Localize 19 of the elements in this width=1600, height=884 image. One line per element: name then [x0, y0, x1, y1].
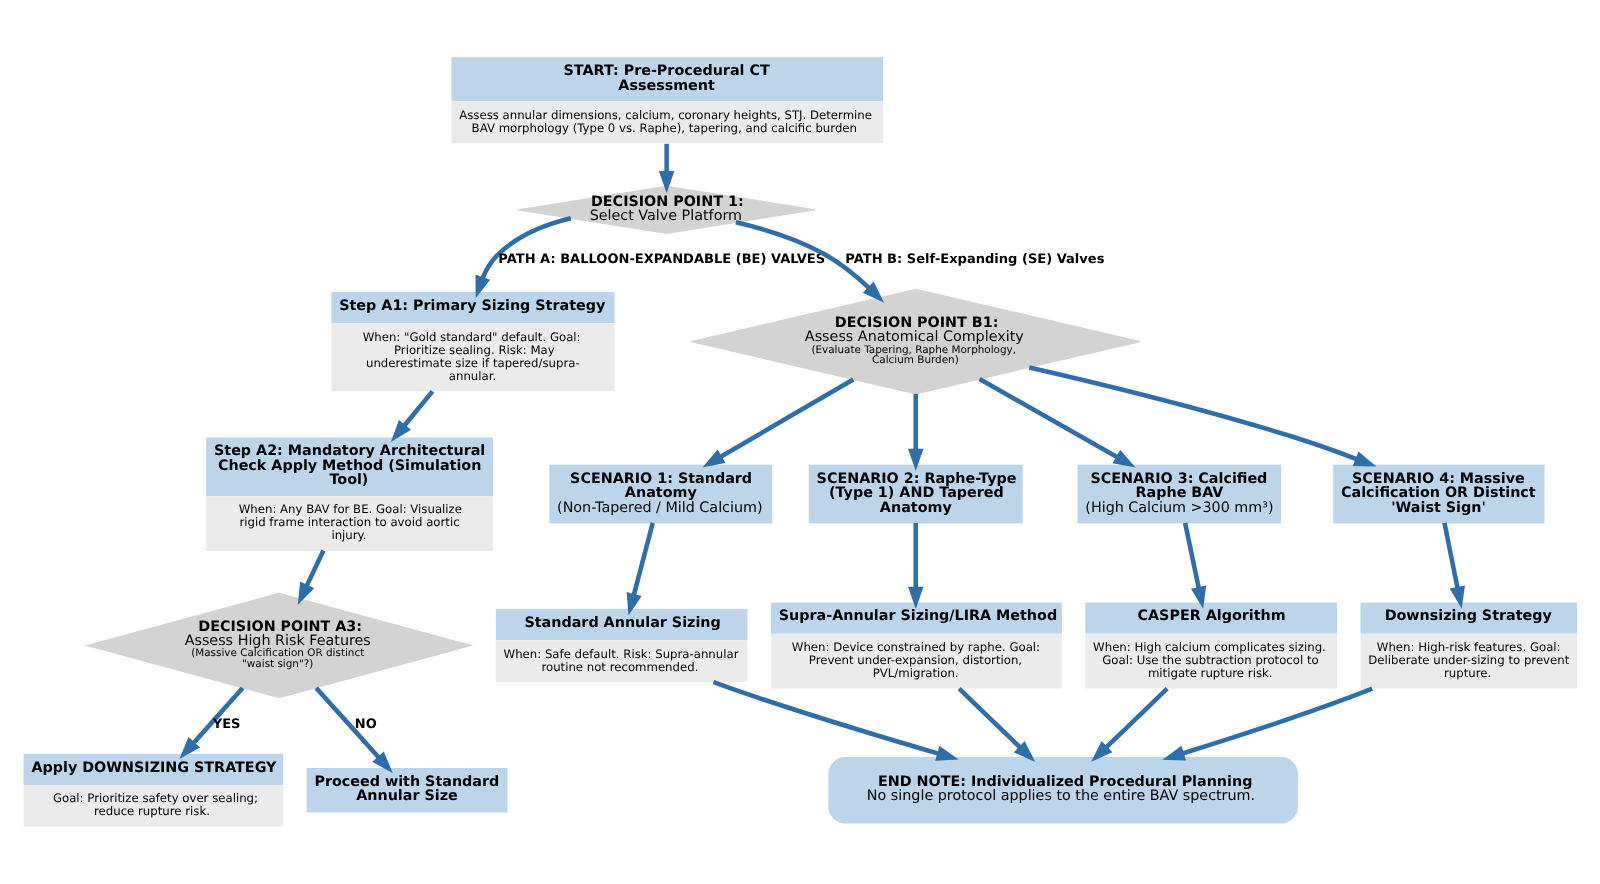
arrow [1182, 522, 1207, 609]
arrow [475, 216, 572, 299]
arrow [1091, 687, 1169, 763]
arrow [978, 377, 1136, 468]
arrow [297, 549, 326, 605]
arrow [1162, 686, 1374, 761]
arrow [390, 389, 435, 443]
arrow [1442, 522, 1465, 609]
arrow [179, 686, 245, 759]
arrow [1028, 365, 1377, 467]
arrow [908, 522, 924, 609]
arrow [908, 393, 924, 471]
arrow [735, 220, 885, 303]
arrow [957, 687, 1036, 763]
arrow [626, 522, 655, 616]
arrow [712, 679, 959, 761]
arrow [314, 686, 393, 774]
arrow [658, 143, 675, 194]
arrow [702, 377, 855, 468]
